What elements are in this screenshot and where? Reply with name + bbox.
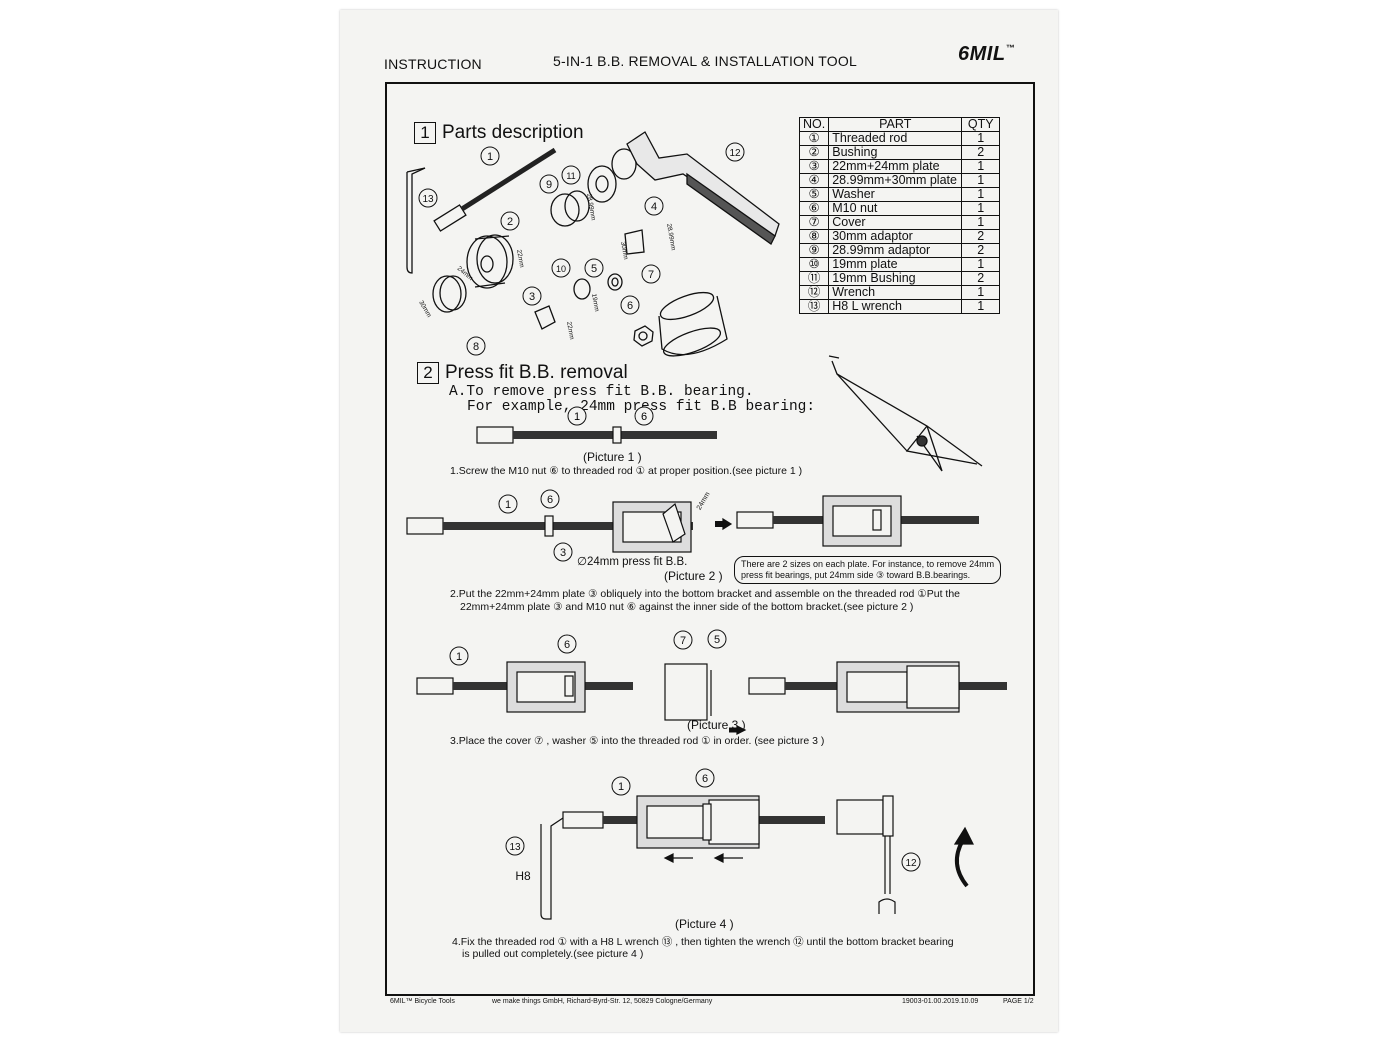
picture-1-diagram: 1 6 [476,406,717,444]
callout-1: 1 [487,151,493,163]
pic1-callout-1: 1 [574,411,580,423]
section-2-title: Press fit B.B. removal [445,362,628,383]
picture-3-diagram: 1 6 7 5 [416,629,1007,735]
picture-3-caption: (Picture 3 ) [687,718,746,732]
picture-4-diagram: 1 6 13 12 H8 [505,768,974,920]
sub-a-line1: A.To remove press fit B.B. bearing. [449,384,754,400]
dim-28-99mm-plate: 28.99mm [665,223,677,251]
pic4-callout-12: 12 [905,858,917,869]
pic4-h8-label: H8 [515,869,531,883]
pic2-bb-label: ∅24mm press fit B.B. [577,556,688,568]
pic2-dim-24mm: 24mm [696,491,712,511]
callout-12: 12 [729,148,741,159]
pic4-callout-1: 1 [618,781,624,793]
footer-address: we make things GmbH, Richard-Byrd-Str. 1… [492,998,713,1005]
document-title: 5-IN-1 B.B. REMOVAL & INSTALLATION TOOL [553,53,857,69]
dim-22mm-plate: 22mm [565,321,575,340]
parts-illustration: 1 2 3 4 5 6 7 8 9 10 11 12 13 22mm 24mm … [406,131,780,357]
brand-name: 6MIL [958,43,1006,65]
footer-brand: 6MIL™ Bicycle Tools [390,998,455,1005]
col-no: NO. [798,117,830,132]
pic2-callout-3: 3 [560,547,566,559]
step-2-line2: 22mm+24mm plate ③ and M10 nut ⑥ against … [460,601,914,613]
section-2-heading: 2 Press fit B.B. removal [417,362,628,384]
step-4-line1: 4.Fix the threaded rod ① with a H8 L wre… [452,936,954,948]
callout-11: 11 [566,171,575,181]
step-2-line1: 2.Put the 22mm+24mm plate ③ obliquely in… [450,588,960,600]
section-1-title: Parts description [442,122,584,143]
dim-19mm: 19mm [590,293,600,312]
threaded-rod-drawing [460,147,557,212]
dim-30mm: 30mm [417,300,432,319]
callout-10: 10 [556,264,566,274]
callout-2: 2 [507,216,513,228]
dim-30mm-plate: 30mm [619,241,629,260]
dim-22mm: 22mm [515,249,525,268]
section-1-heading: 1 Parts description [414,122,584,144]
footer-code: 19003-01.00.2019.10.09 [902,998,979,1005]
callout-5: 5 [591,263,597,275]
step-3-text: 3.Place the cover ⑦ , washer ⑤ into the … [450,735,825,747]
note-line-2: press fit bearings, put 24mm side ③ towa… [741,570,971,580]
pic4-callout-13: 13 [509,842,521,853]
dim-24mm: 24mm [456,265,474,282]
pic4-callout-6: 6 [702,773,708,785]
pic2-callout-6: 6 [547,494,553,506]
callout-6: 6 [627,300,633,312]
header-label: INSTRUCTION [384,56,482,72]
picture-2-diagram: 1 6 3 24mm [406,489,979,562]
step-1-text: 1.Screw the M10 nut ⑥ to threaded rod ① … [450,465,803,477]
instruction-sheet: INSTRUCTION 5-IN-1 B.B. REMOVAL & INSTAL… [340,10,1058,1032]
pic3-callout-7: 7 [680,635,686,647]
pic2-callout-1: 1 [505,499,511,511]
step-4-line2: is pulled out completely.(see picture 4 … [462,948,644,960]
col-qty: QTY [961,117,1001,132]
m10-nut [612,426,622,444]
callout-4: 4 [651,201,657,213]
section-1-number: 1 [414,122,436,144]
picture-2-caption: (Picture 2 ) [664,569,723,583]
picture-4-caption: (Picture 4 ) [675,917,734,931]
note-line-1: There are 2 sizes on each plate. For ins… [741,559,995,569]
callout-3: 3 [529,291,535,303]
pic3-callout-1: 1 [456,651,462,663]
callout-7: 7 [648,269,654,281]
parts-table-header: NO. PART QTY [798,117,1001,132]
callout-9: 9 [546,179,552,191]
content-frame: 1 Parts description [385,82,1035,996]
brand-logo: 6MIL™ [958,43,1015,66]
pic1-callout-6: 6 [641,411,647,423]
section-2-number: 2 [417,362,439,384]
l-wrench-drawing [406,167,426,274]
pic3-callout-6: 6 [564,639,570,651]
bike-frame-drawing [828,355,983,472]
dim-28-99mm: 28.99mm [585,193,597,221]
footer-page: PAGE 1/2 [1003,998,1034,1005]
col-part: PART [828,117,963,132]
pic3-callout-5: 5 [714,634,720,646]
plate-size-note: There are 2 sizes on each plate. For ins… [734,556,1002,584]
picture-1-caption: (Picture 1 ) [583,450,642,464]
callout-8: 8 [473,341,479,353]
callout-13: 13 [422,194,434,205]
brand-tm: ™ [1005,43,1016,53]
